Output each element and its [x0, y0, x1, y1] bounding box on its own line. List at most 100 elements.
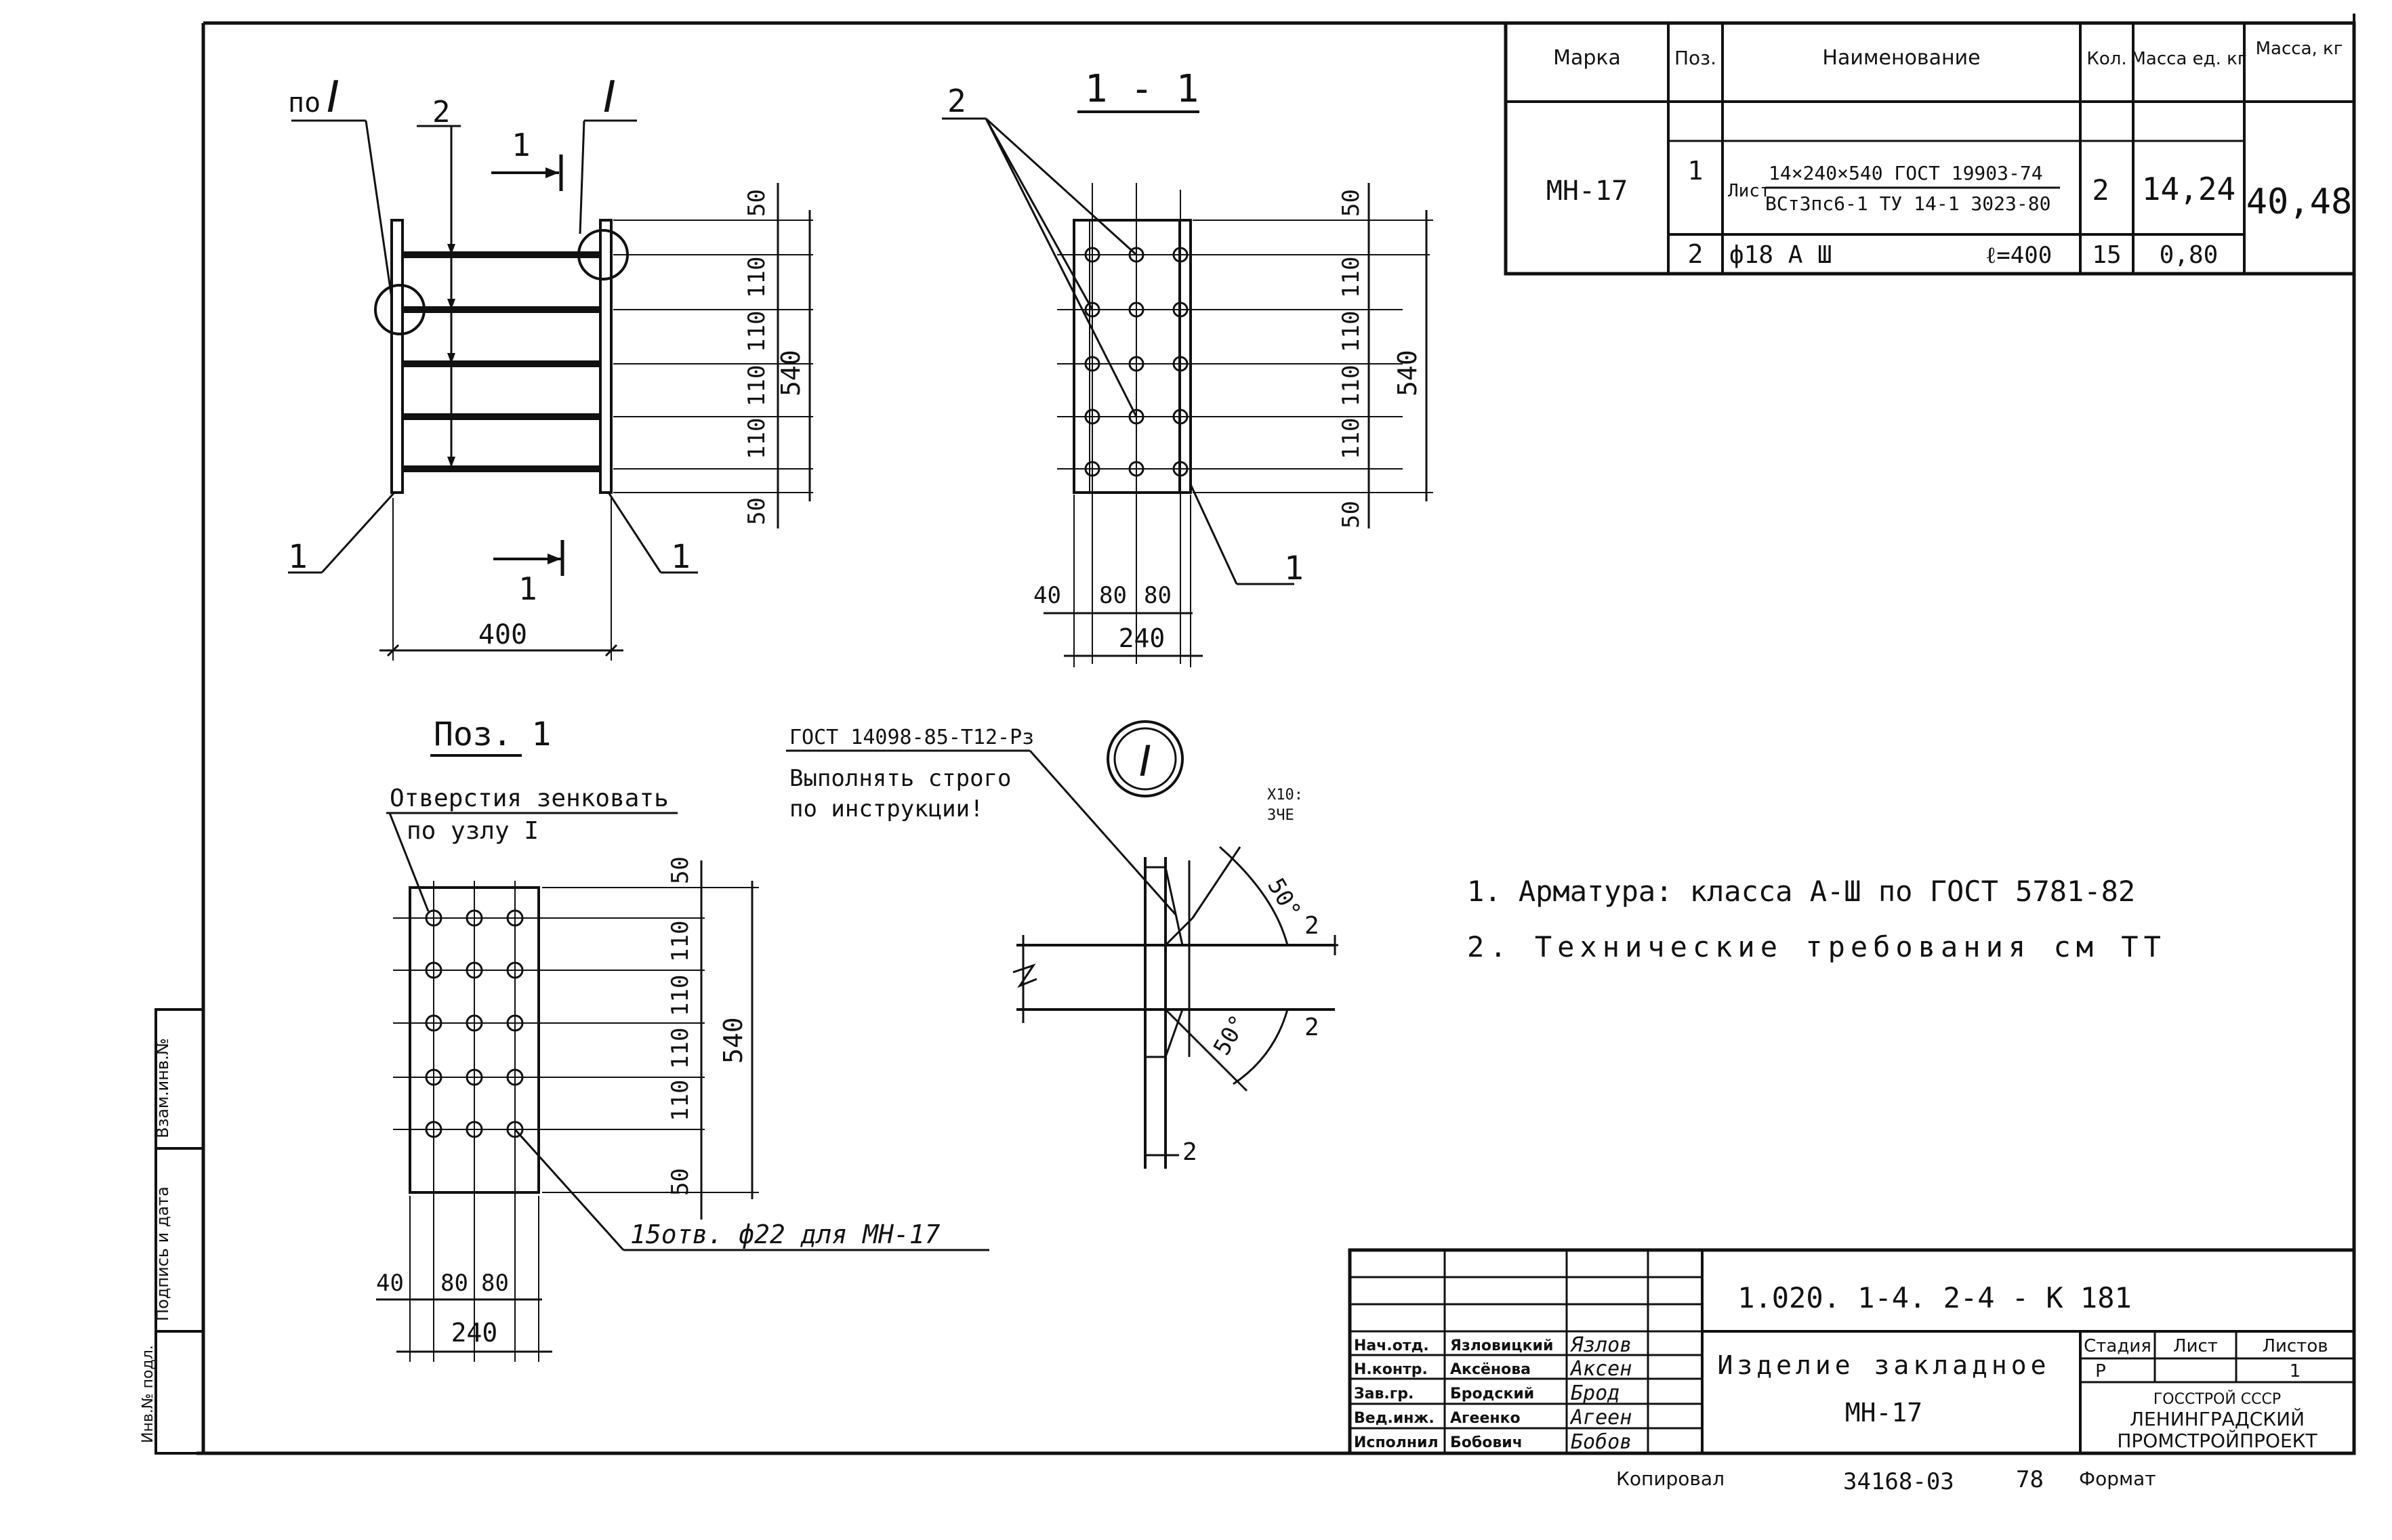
notes: 1. Арматура: класса А-Ш по ГОСТ 5781-82 … [1467, 875, 2166, 963]
poz1-dim-1: 50 [667, 856, 694, 884]
node-circle-label: I [1139, 736, 1151, 786]
front-dim-4: 110 [743, 365, 770, 407]
poz1-dim-6: 50 [667, 1168, 694, 1196]
section-dim-6: 50 [1338, 501, 1365, 528]
sheet-header: Лист [2173, 1336, 2218, 1356]
node-dim-plate: 2 [1182, 1138, 1197, 1166]
view-poz1: Поз. 1 Отверстия зенковать по узлу I 50 … [376, 715, 989, 1362]
row1-qty: 2 [2092, 173, 2109, 207]
view-section: 1 - 1 2 1 [942, 67, 1433, 667]
row2-pos: 2 [1688, 239, 1704, 269]
name-3: Бродский [1450, 1386, 1534, 1402]
row1-unit-mass: 14,24 [2142, 171, 2235, 207]
org-line3: ПРОМСТРОЙПРОЕКТ [2117, 1429, 2317, 1452]
section-dims-vertical: 50 110 110 110 110 50 540 [1193, 183, 1433, 528]
name-4: Агеенко [1450, 1410, 1521, 1427]
front-dim-1: 50 [743, 189, 770, 217]
front-pos1-right: 1 [671, 538, 690, 576]
front-callout-I-left: I [327, 72, 339, 123]
node-corner-note-line1: Х10: [1267, 787, 1303, 804]
poz1-dim-80a: 80 [440, 1270, 468, 1297]
name-5: Бобович [1450, 1434, 1523, 1451]
front-dim-6: 50 [743, 497, 770, 525]
header-unit-mass: Масса ед. кг [2130, 49, 2246, 69]
front-dim-5: 110 [743, 418, 770, 459]
role-5: Исполнил [1354, 1434, 1439, 1451]
poz1-note-line1: Отверстия зенковать [390, 785, 669, 812]
section-dim-40: 40 [1033, 582, 1061, 609]
section-dim-2: 110 [1338, 257, 1365, 298]
signature-5: Бобов [1571, 1430, 1632, 1454]
poz1-dim-5: 110 [667, 1080, 694, 1121]
node-circle-inner [1113, 727, 1177, 791]
poz1-dim-80b: 80 [481, 1270, 509, 1297]
org-line2: ЛЕНИНГРАДСКИЙ [2130, 1407, 2305, 1430]
section-dim-80b: 80 [1144, 582, 1172, 609]
cell-mark: МН-17 [1546, 175, 1628, 207]
node-corner-note-line2: ЗЧЕ [1267, 807, 1294, 824]
row2-qty: 15 [2092, 241, 2121, 269]
row1-name-bottom: ВСт3пс6-1 ТУ 14-1 3023-80 [1765, 192, 2050, 215]
callout-circle-left [374, 284, 426, 335]
view-node-I: ГОСТ 14098-85-Т12-Рз Выполнять строго по… [786, 720, 1338, 1169]
row1-name-prefix: Лист [1728, 181, 1771, 201]
poz1-dims-vertical: 50 110 110 110 110 50 540 [667, 856, 754, 1220]
node-angle-bottom: 50° [1208, 1010, 1252, 1060]
signatures: Язлов Аксен Брод Агеен Бобов [1569, 1333, 1632, 1454]
front-total-height: 540 [776, 350, 806, 396]
footer-page: 78 [2016, 1466, 2044, 1493]
section-dim-5: 110 [1338, 418, 1365, 459]
section-dims-bottom: 40 80 80 240 [1033, 495, 1203, 667]
front-dim-3: 110 [743, 311, 770, 352]
role-4: Вед.инж. [1354, 1410, 1435, 1427]
row1-pos: 1 [1688, 156, 1704, 186]
section-total-height: 540 [1393, 350, 1422, 396]
poz1-dim-3: 110 [667, 975, 694, 1016]
header-total-mass: Масса, кг [2256, 39, 2343, 59]
spec-table: Марка Поз. Наименование Кол. Масса ед. к… [1504, 21, 2356, 276]
note-1: 1. Арматура: класса А-Ш по ГОСТ 5781-82 [1467, 875, 2135, 908]
side-label-top: Взам.инв.№ [153, 1038, 172, 1138]
poz1-dims-bottom: 40 80 80 240 [376, 1196, 552, 1362]
cell-total-mass: 40,48 [2246, 182, 2353, 222]
section-dim-80a: 80 [1099, 582, 1127, 609]
front-dims-vertical: 50 110 110 110 110 50 540 [613, 183, 813, 528]
front-dim-2: 110 [743, 257, 770, 298]
section-dim-3: 110 [1338, 311, 1365, 352]
node-dim-top: 2 [1304, 912, 1319, 940]
title-line1: Изделие закладное [1718, 1350, 2050, 1380]
header-pos: Поз. [1674, 47, 1716, 69]
poz1-holes-note: 15отв. ф22 для МН-17 [630, 1220, 941, 1249]
signature-1: Язлов [1569, 1333, 1632, 1357]
section-width: 240 [1119, 623, 1166, 653]
section-pos1: 1 [1284, 549, 1304, 587]
footer-copied: Копировал [1616, 1468, 1725, 1490]
sheets-header: Листов [2262, 1336, 2328, 1356]
front-width-dim: 400 [478, 619, 527, 650]
row1-name-top: 14×240×540 ГОСТ 19903-74 [1769, 162, 2043, 184]
node-gost: ГОСТ 14098-85-Т12-Рз [789, 726, 1034, 749]
header-qty: Кол. [2086, 49, 2126, 69]
node-angle-top: 50° [1262, 874, 1306, 923]
footer-doc-no: 34168-03 [1843, 1468, 1954, 1495]
name-1: Язловицкий [1450, 1337, 1553, 1354]
view-front: 2 по I I 1 1 1 1 400 [288, 72, 813, 661]
front-bars [403, 251, 600, 472]
row2-unit-mass: 0,80 [2160, 241, 2219, 269]
front-section-top: 1 [512, 127, 531, 163]
poz1-width: 240 [451, 1318, 498, 1348]
front-callout-I-right: I [603, 72, 616, 123]
header-name: Наименование [1822, 46, 1980, 70]
row2-length: ℓ=400 [1985, 242, 2052, 269]
node-instruction-line1: Выполнять строго [789, 765, 1012, 792]
sheets-value: 1 [2290, 1361, 2301, 1381]
footer: Копировал 34168-03 78 Формат [1616, 1466, 2156, 1495]
title-block: Нач.отд. Н.контр. Зав.гр. Вед.инж. Испол… [1348, 1248, 2356, 1455]
role-1: Нач.отд. [1354, 1337, 1429, 1354]
front-label-po: по [288, 87, 321, 119]
doc-code: 1.020. 1-4. 2-4 - К 181 [1737, 1281, 2132, 1314]
node-instruction-line2: по инструкции! [789, 795, 984, 823]
node-circle-outer [1107, 720, 1184, 797]
note-2: 2. Технические требования см ТТ [1467, 930, 2166, 963]
